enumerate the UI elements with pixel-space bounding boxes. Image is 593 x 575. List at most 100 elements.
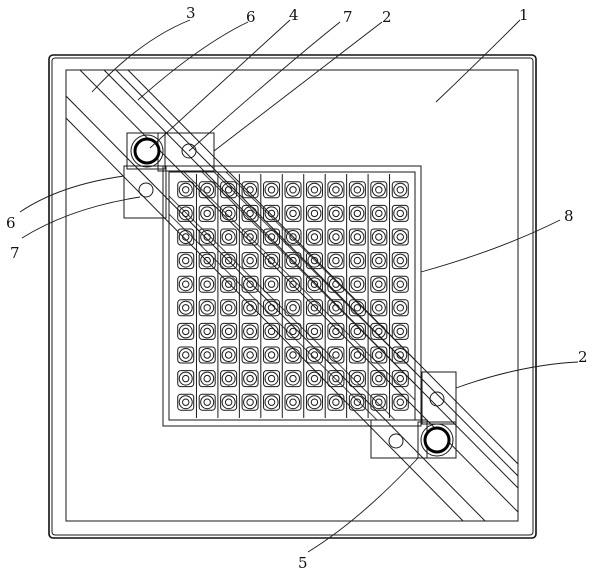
grid-cell <box>370 393 388 411</box>
grid-cell <box>241 275 259 293</box>
grid-cell <box>305 322 323 340</box>
grid-cell <box>198 204 216 222</box>
grid-cell <box>327 204 345 222</box>
grid-cell <box>241 228 259 246</box>
grid-cell <box>348 393 366 411</box>
outer-frame <box>48 54 537 539</box>
grid-cell <box>284 181 302 199</box>
grid-cell <box>263 252 281 270</box>
grid-cell <box>284 370 302 388</box>
grid-cell <box>305 204 323 222</box>
grid-cell <box>241 370 259 388</box>
grid-cell <box>198 346 216 364</box>
grid-cell <box>327 252 345 270</box>
lower-pin-hole <box>388 433 404 449</box>
grid-cell <box>177 322 195 340</box>
grid-cell <box>177 204 195 222</box>
label-4: 4 <box>289 6 299 24</box>
grid-cell <box>284 322 302 340</box>
grid-cell <box>348 275 366 293</box>
grid-cell <box>327 322 345 340</box>
grid-cell <box>263 299 281 317</box>
grid-cell <box>348 181 366 199</box>
grid-cell <box>370 181 388 199</box>
grid-cell <box>241 299 259 317</box>
label-7-left: 7 <box>10 244 20 262</box>
grid-cell <box>327 181 345 199</box>
grid-cell <box>370 299 388 317</box>
grid-cell <box>391 322 409 340</box>
grid-panel <box>162 165 422 427</box>
grid-cell <box>220 275 238 293</box>
grid-cell <box>177 252 195 270</box>
grid-cell <box>220 322 238 340</box>
grid-cell <box>391 252 409 270</box>
grid-cell <box>220 346 238 364</box>
grid-cell <box>370 322 388 340</box>
grid-cell <box>284 393 302 411</box>
label-2-right: 2 <box>578 348 588 366</box>
grid-cell <box>327 370 345 388</box>
label-5: 5 <box>298 554 308 572</box>
grid-cell <box>370 275 388 293</box>
grid-cell <box>220 370 238 388</box>
label-7-top: 7 <box>343 8 353 26</box>
grid-cells <box>177 174 409 418</box>
grid-cell <box>198 393 216 411</box>
grid-cell <box>284 299 302 317</box>
grid-cell <box>305 181 323 199</box>
grid-cell <box>284 275 302 293</box>
grid-cell <box>348 204 366 222</box>
lower-bracket <box>370 371 457 459</box>
label-6-top: 6 <box>246 8 256 26</box>
grid-cell <box>348 322 366 340</box>
grid-cell <box>391 370 409 388</box>
grid-cell <box>241 322 259 340</box>
grid-cell <box>263 181 281 199</box>
grid-cell <box>348 228 366 246</box>
grid-cell <box>370 204 388 222</box>
lower-bolt-outer <box>420 423 454 457</box>
upper-bolt-outer <box>130 134 164 168</box>
grid-cell <box>327 393 345 411</box>
grid-cell <box>284 204 302 222</box>
label-2-top: 2 <box>382 8 392 26</box>
grid-cell <box>198 275 216 293</box>
grid-cell <box>391 181 409 199</box>
grid-cell <box>305 299 323 317</box>
grid-cell <box>177 370 195 388</box>
grid-cell <box>241 346 259 364</box>
label-6-left: 6 <box>6 214 16 232</box>
grid-cell <box>370 252 388 270</box>
grid-cell <box>263 393 281 411</box>
grid-cell <box>263 346 281 364</box>
grid-cell <box>348 346 366 364</box>
grid-cell <box>391 275 409 293</box>
grid-cell <box>177 228 195 246</box>
grid-cell <box>220 393 238 411</box>
grid-cell <box>284 346 302 364</box>
grid-cell <box>370 228 388 246</box>
grid-cell <box>198 322 216 340</box>
grid-cell <box>305 275 323 293</box>
grid-cell <box>263 275 281 293</box>
diagonal-band <box>66 70 518 521</box>
grid-cell <box>263 204 281 222</box>
grid-cell <box>220 299 238 317</box>
grid-cell <box>284 252 302 270</box>
grid-cell <box>177 393 195 411</box>
grid-cell <box>348 252 366 270</box>
grid-cell <box>220 228 238 246</box>
grid-cell <box>177 299 195 317</box>
grid-cell <box>327 346 345 364</box>
grid-cell <box>305 393 323 411</box>
inner-frame <box>65 69 519 522</box>
grid-cell <box>198 228 216 246</box>
grid-cell <box>305 228 323 246</box>
left-pin-hole <box>138 182 154 198</box>
upper-pin-hole <box>181 143 197 159</box>
grid-cell <box>241 252 259 270</box>
grid-cell <box>177 346 195 364</box>
